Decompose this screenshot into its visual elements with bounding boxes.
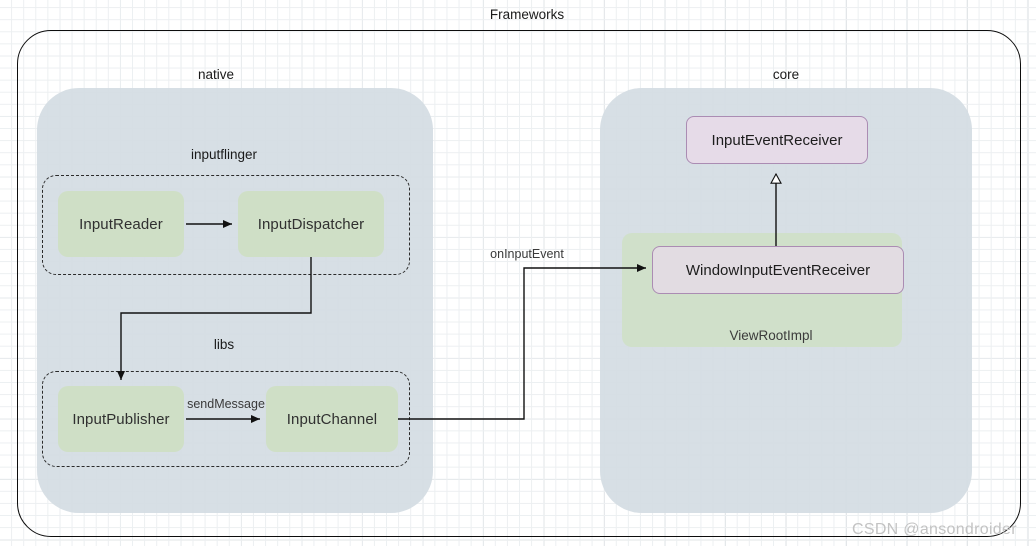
native-label: native (197, 67, 235, 82)
node-input-event-receiver-label: InputEventReceiver (711, 131, 843, 149)
node-input-publisher-label: InputPublisher (72, 410, 170, 428)
node-input-event-receiver[interactable]: InputEventReceiver (686, 116, 868, 164)
node-input-publisher[interactable]: InputPublisher (58, 386, 184, 452)
node-input-channel-label: InputChannel (286, 410, 378, 428)
node-input-dispatcher-label: InputDispatcher (257, 215, 365, 233)
watermark: CSDN @ansondroider (852, 521, 1017, 538)
edge-label-on-input-event: onInputEvent (490, 247, 564, 261)
frameworks-frame (17, 30, 1021, 537)
viewrootimpl-label: ViewRootImpl (729, 328, 813, 343)
node-input-reader-label: InputReader (79, 215, 163, 233)
libs-label: libs (213, 337, 235, 352)
core-label: core (772, 67, 800, 82)
node-input-reader[interactable]: InputReader (58, 191, 184, 257)
inputflinger-label: inputflinger (190, 147, 258, 162)
node-window-input-event-receiver[interactable]: WindowInputEventReceiver (652, 246, 904, 294)
frameworks-label: Frameworks (489, 7, 565, 22)
node-window-input-event-receiver-label: WindowInputEventReceiver (685, 261, 871, 279)
node-input-dispatcher[interactable]: InputDispatcher (238, 191, 384, 257)
node-input-channel[interactable]: InputChannel (266, 386, 398, 452)
edge-label-send-message: sendMessage (187, 397, 265, 411)
